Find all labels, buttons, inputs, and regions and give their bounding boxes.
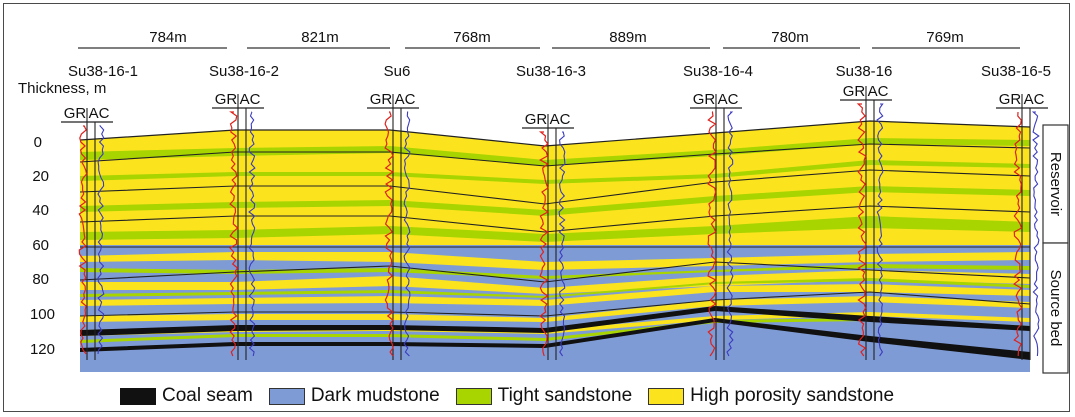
ac-log-label: AC: [240, 91, 261, 108]
correlation-horizon: [79, 205, 1031, 233]
gr-curve: [538, 131, 550, 357]
coal-seam: [80, 306, 1030, 336]
figure-frame: [3, 3, 1070, 412]
legend-item-high-porosity-sandstone: High porosity sandstone: [648, 385, 894, 407]
gr-curve: [856, 103, 867, 357]
legend-item-coal: Coal seam: [120, 385, 253, 407]
spacing-label: 784m: [149, 29, 187, 46]
sandstone-lens: [80, 284, 1030, 306]
legend-swatch: [120, 387, 156, 405]
sandstone-lens: [80, 252, 1030, 270]
y-tick-label: 120: [30, 341, 55, 358]
tight-sandstone-band: [80, 160, 1030, 184]
ac-curve: [97, 125, 105, 355]
gr-curve: [1013, 111, 1023, 357]
legend-swatch: [455, 387, 492, 405]
ac-curve: [1031, 111, 1040, 357]
well-name: Su38-16-5: [981, 63, 1051, 80]
coal-seams: [80, 306, 1030, 360]
legend-swatch: [648, 387, 685, 405]
y-tick-label: 100: [30, 306, 55, 323]
gr-curve: [229, 111, 239, 357]
gr-log-label: GR: [999, 91, 1022, 108]
correlation-horizon: [79, 291, 1031, 317]
well-names: Su38-16-1 Su38-16-2 Su6 Su38-16-3 Su38-1…: [68, 63, 1051, 80]
well-name: Su6: [384, 63, 411, 80]
ac-log-label: AC: [718, 91, 739, 108]
spacing-label: 769m: [926, 29, 964, 46]
ac-log-label: AC: [1024, 91, 1045, 108]
sandstone-lens: [80, 270, 1030, 294]
legend-swatch: [268, 387, 305, 405]
spacing-label: 780m: [771, 29, 809, 46]
legend-label: Tight sandstone: [497, 385, 633, 406]
gr-curve: [707, 111, 717, 357]
legend-label: Coal seam: [162, 385, 253, 406]
spacing-label: 821m: [301, 29, 339, 46]
legend-item-dark-mudstone: Dark mudstone: [268, 385, 440, 407]
gr-log-label: GR: [693, 91, 716, 108]
ac-curve: [248, 111, 256, 357]
ac-log-label: AC: [550, 111, 571, 128]
tight-sandstone-band: [80, 186, 1030, 216]
well-name: Su38-16-4: [683, 63, 753, 80]
tight-sandstone-band: [80, 216, 1030, 242]
source-bed-label: Source bed: [1047, 270, 1064, 347]
gr-log-label: GR: [215, 91, 238, 108]
well-name: Su38-16-1: [68, 63, 138, 80]
well-name: Su38-16-2: [209, 63, 279, 80]
ac-curve: [726, 111, 734, 357]
sandstone-lens: [80, 296, 1030, 322]
gr-log-label: GR: [64, 105, 87, 122]
gr-log-label: GR: [843, 83, 866, 100]
ac-log-label: AC: [395, 91, 416, 108]
y-tick-label: 80: [32, 271, 49, 288]
well-name: Su38-16: [836, 63, 893, 80]
y-tick-label: 40: [32, 202, 49, 219]
gr-log-label: GR: [370, 91, 393, 108]
source-bed-interval-box: [1042, 242, 1069, 374]
tight-sandstone-band: [80, 138, 1030, 166]
legend-item-tight-sandstone: Tight sandstone: [455, 385, 633, 407]
legend-label: Dark mudstone: [310, 385, 440, 406]
gr-curve: [78, 125, 88, 355]
y-ticks: 0 20 40 60 80 100 120: [30, 134, 55, 358]
coal-seam: [80, 318, 1030, 360]
spacing-labels: 784m 821m 768m 889m 780m 769m: [149, 29, 964, 46]
tight-sandstone-lens: [80, 318, 1030, 343]
y-tick-label: 60: [32, 237, 49, 254]
legend: Coal seam Dark mudstone Tight sandstone …: [120, 382, 910, 410]
ac-curve: [558, 131, 566, 357]
ac-log-label: AC: [89, 105, 110, 122]
legend-label: High porosity sandstone: [690, 385, 895, 406]
y-tick-label: 0: [34, 134, 42, 151]
ac-curve: [876, 103, 884, 357]
ac-curve: [403, 111, 411, 357]
gr-log-label: GR: [525, 111, 548, 128]
ac-log-label: AC: [868, 83, 889, 100]
spacing-label: 889m: [609, 29, 647, 46]
y-axis-title: Thickness, m: [18, 80, 106, 97]
y-tick-label: 20: [32, 168, 49, 185]
spacing-label: 768m: [453, 29, 491, 46]
gr-curve: [384, 111, 395, 357]
tight-sandstone-lens: [80, 264, 1030, 279]
well-name: Su38-16-3: [516, 63, 586, 80]
tight-sandstone-lens: [80, 278, 1030, 298]
reservoir-label: Reservoir: [1047, 152, 1064, 216]
